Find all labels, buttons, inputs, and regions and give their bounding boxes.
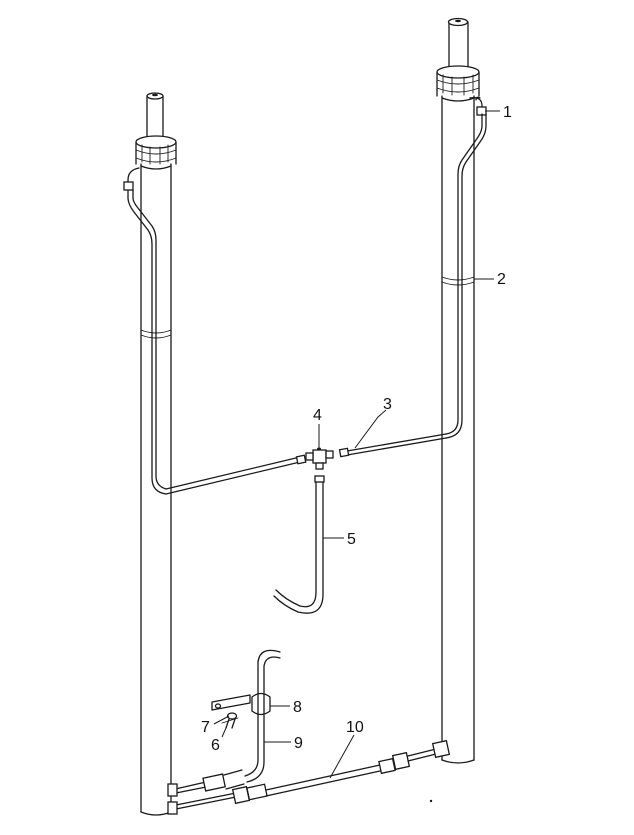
callout-2: 2 bbox=[497, 271, 506, 288]
hose-5 bbox=[273, 475, 325, 614]
right-cylinder bbox=[436, 17, 480, 764]
callout-5: 5 bbox=[347, 531, 356, 548]
leader-lines bbox=[213, 110, 500, 779]
callout-9: 9 bbox=[294, 735, 303, 752]
callout-7: 7 bbox=[201, 719, 210, 736]
bottom-lines bbox=[167, 739, 451, 815]
tube-3 bbox=[338, 433, 447, 458]
tee-fitting bbox=[305, 447, 334, 470]
left-riser-tube bbox=[123, 167, 307, 495]
callout-8: 8 bbox=[293, 699, 302, 716]
bracket-8 bbox=[211, 692, 271, 716]
callout-1: 1 bbox=[503, 104, 512, 121]
right-riser-tube bbox=[445, 96, 487, 439]
callout-6: 6 bbox=[211, 737, 220, 754]
callout-labels: 1 2 3 4 5 6 7 8 9 10 bbox=[201, 104, 512, 754]
callout-10: 10 bbox=[346, 719, 364, 736]
callout-3: 3 bbox=[383, 396, 392, 413]
callout-4: 4 bbox=[313, 407, 322, 424]
bolt-6-washer-7 bbox=[221, 712, 239, 729]
